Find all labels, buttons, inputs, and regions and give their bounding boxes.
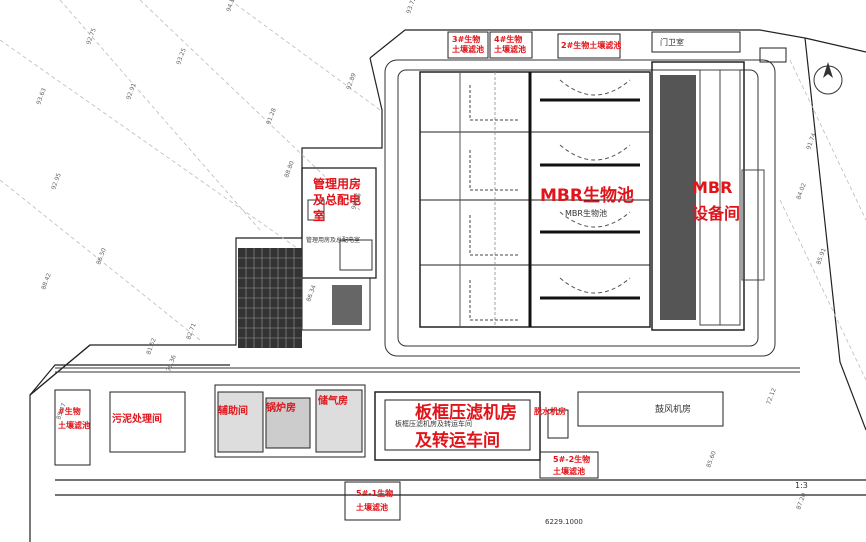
label-filter-press-line-0: 板框压滤机房: [415, 402, 517, 423]
elevation-value: 79.36: [165, 354, 178, 373]
label-mgmt-line-1: 及总配电: [313, 192, 361, 207]
internal-roads: [55, 59, 800, 373]
elevation-value: 92.75: [85, 27, 98, 46]
label-gas-room-line-0: 储气房: [317, 394, 348, 407]
label-bio-soil-5-1-line-1: 土壤滤池: [356, 502, 388, 512]
compass-north-arrow: [813, 62, 843, 95]
scale-label: 1:3: [795, 481, 808, 490]
management-building: [301, 167, 377, 331]
elevation-value: 92.95: [50, 172, 63, 191]
elevation-value: 94.12: [225, 0, 238, 13]
gate-house-label: 门卫室: [660, 37, 684, 47]
label-aux-room-line-0: 辅助间: [218, 404, 248, 417]
label-bio-soil-2-line-0: 2#生物土壤滤池: [561, 40, 621, 50]
label-mgmt-line-0: 管理用房: [313, 176, 361, 191]
elevation-value: 88.42: [40, 272, 53, 291]
site-boundary: [29, 29, 866, 542]
label-mbr-tank-line-0: MBR生物池: [540, 185, 634, 206]
label-mbr-equip-line-0: MBR: [692, 178, 732, 197]
north-buildings: [447, 31, 787, 63]
press-inner-label: 板框压滤机房及转运车间: [395, 419, 472, 428]
elevation-value: 91.28: [265, 107, 278, 126]
label-bio-soil-4-line-0: 4#生物: [494, 34, 522, 44]
label-dehydration-line-0: 脱水机房: [534, 406, 566, 416]
label-mgmt-line-2: 室: [313, 208, 325, 223]
elevation-value: 93.72: [405, 0, 418, 15]
label-bio-soil-3-line-1: 土壤滤池: [452, 44, 484, 54]
label-boiler-line-0: 锅炉房: [266, 401, 296, 414]
label-bio-soil-3-line-0: 3#生物: [452, 34, 480, 44]
elevation-value: 72.12: [765, 387, 778, 406]
elevation-value: 92.91: [125, 82, 138, 101]
elevation-value: 81.52: [145, 337, 158, 356]
elevation-value: 85.60: [705, 450, 718, 469]
south-buildings: [54, 384, 724, 521]
elevation-value: 93.63: [35, 87, 48, 106]
label-bio-soil-1-line-1: 土壤滤池: [58, 420, 90, 430]
label-bio-soil-4-line-1: 土壤滤池: [494, 44, 526, 54]
label-mbr-equip-line-1: 设备间: [692, 204, 740, 223]
mbr-tank-block: [419, 71, 651, 328]
label-bio-soil-5-2-line-0: 5#-2生物: [553, 454, 590, 464]
mgmt-inner-label: 管理用房及总配电室: [306, 236, 360, 244]
blower-room-label: 鼓风机房: [655, 403, 691, 415]
parking-grid: [238, 248, 302, 348]
inner-texts: MBR生物池 板框压滤机房及转运车间 管理用房及总配电室 鼓风机房 门卫室 1:…: [306, 37, 808, 526]
elevation-value: 88.80: [283, 160, 296, 179]
mbr-equipment-room: [651, 61, 765, 331]
elevation-value: 84.02: [795, 182, 808, 201]
elevation-value: 82.71: [185, 322, 198, 341]
label-sludge-room-line-0: 污泥处理间: [112, 412, 162, 425]
contour-lines: [0, 0, 866, 381]
label-bio-soil-5-1-line-0: 5#-1生物: [356, 488, 393, 498]
elevation-value: 86.34: [305, 284, 318, 303]
mbr-inner-label: MBR生物池: [565, 208, 607, 218]
label-bio-soil-5-2-line-1: 土壤滤池: [553, 466, 585, 476]
elevation-value: 93.25: [175, 47, 188, 66]
elevation-value: 85.91: [815, 247, 828, 266]
bottom-code-label: 6229.1000: [545, 518, 583, 526]
elevation-value: 86.50: [95, 247, 108, 266]
label-filter-press-line-1: 及转运车间: [415, 430, 500, 451]
elevation-value: 92.89: [345, 72, 358, 91]
label-bio-soil-1-line-0: #生物: [58, 406, 81, 416]
